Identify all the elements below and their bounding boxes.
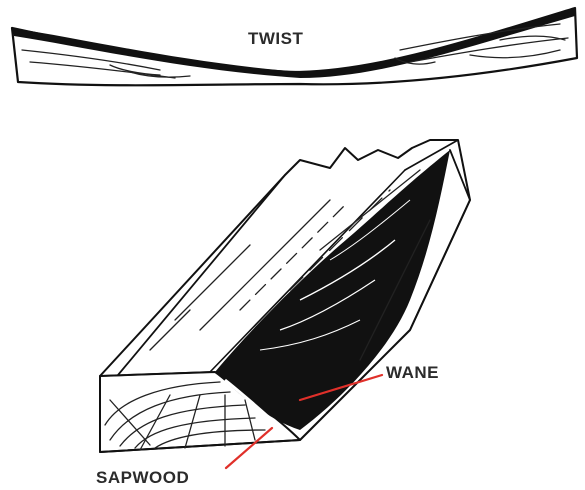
sapwood-label: SAPWOOD: [96, 468, 189, 487]
sapwood-pointer: [226, 428, 272, 468]
wane-label: WANE: [386, 363, 439, 382]
timber-piece: [100, 140, 470, 452]
twist-label: TWIST: [248, 29, 303, 48]
